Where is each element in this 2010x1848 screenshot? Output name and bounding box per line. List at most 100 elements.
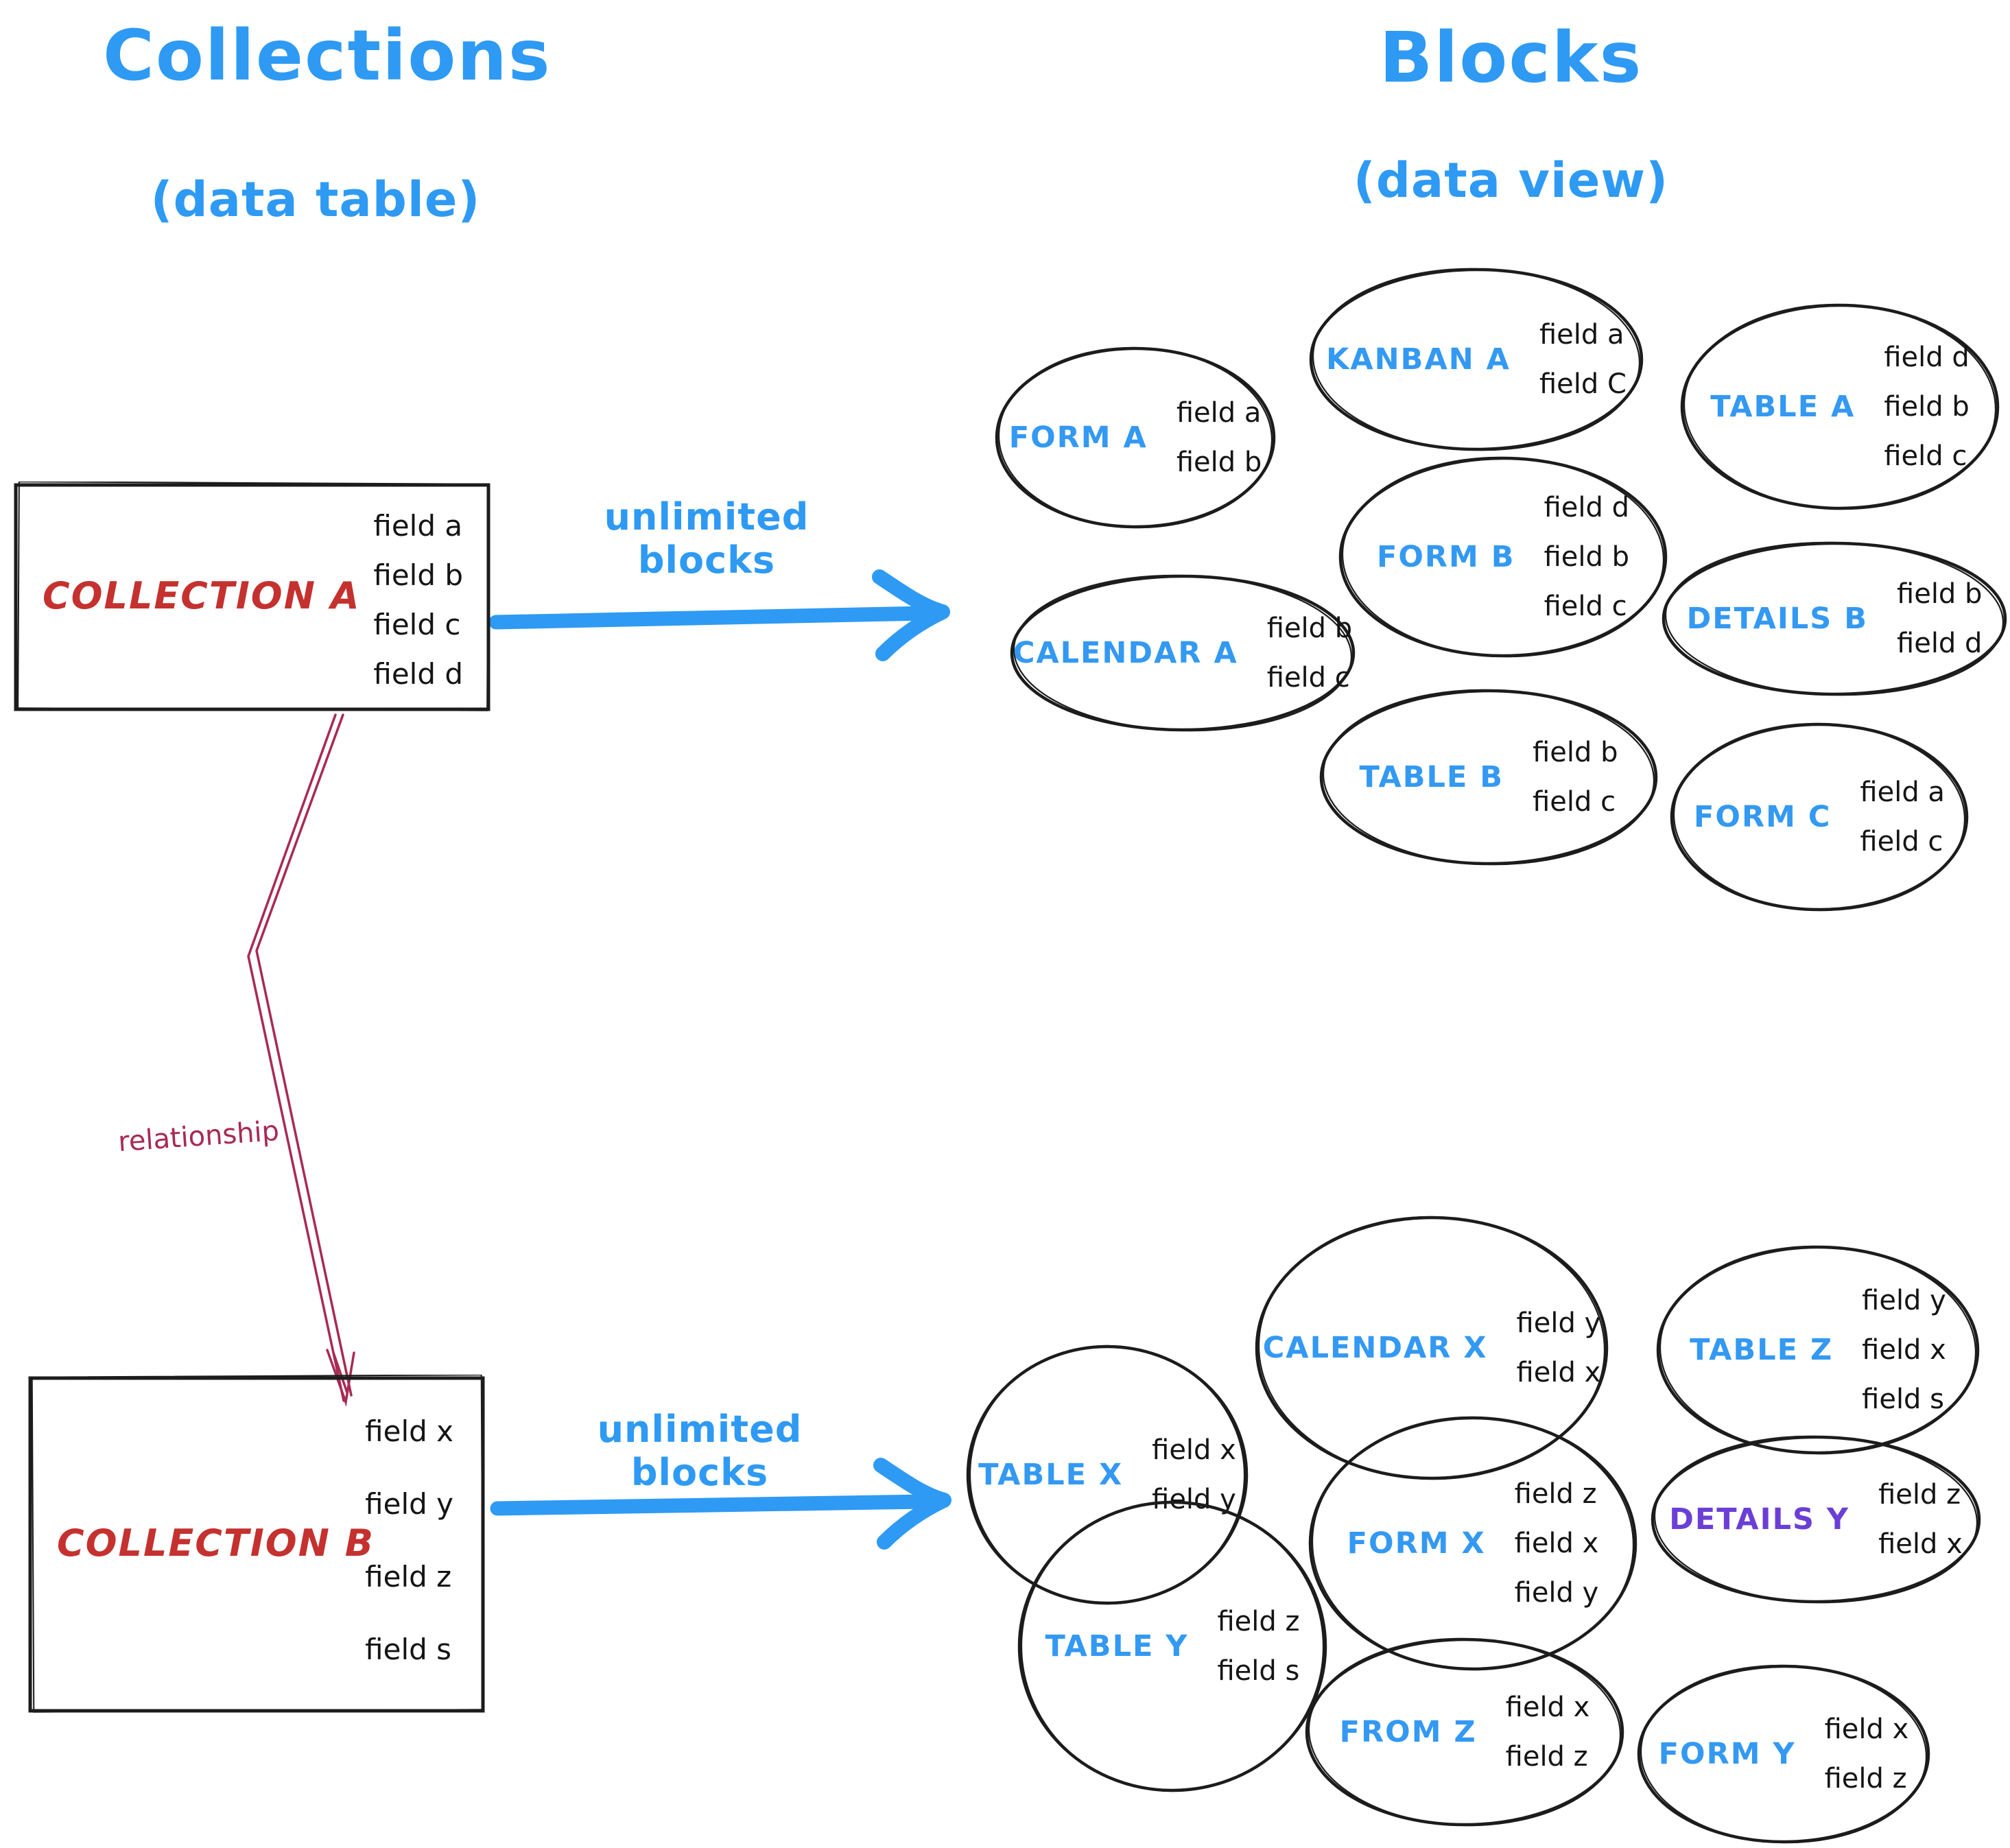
block-kanban-a: KANBAN A field a field C xyxy=(1308,266,1645,453)
collections-title: Collections xyxy=(103,15,552,97)
block-field: field b xyxy=(1266,613,1353,644)
ellipse-outline xyxy=(1680,303,2000,510)
block-field: field c xyxy=(1884,440,1967,472)
ellipse-outline xyxy=(1662,541,2007,696)
field: field s xyxy=(365,1633,452,1666)
collection-a-outline xyxy=(14,482,490,711)
block-field: field c xyxy=(1266,662,1350,694)
block-form-b: FORM B field d field b field c xyxy=(1337,455,1669,659)
blocks-title: Blocks xyxy=(1379,17,1643,99)
collection-a-box: COLLECTION A field a field b field c fie… xyxy=(12,482,492,713)
block-field: field x xyxy=(1152,1434,1236,1466)
ellipse-outline xyxy=(1338,456,1668,658)
block-field: field z xyxy=(1824,1763,1907,1794)
block-fields: field x field z xyxy=(1506,1692,1590,1773)
block-field: field x xyxy=(1824,1714,1909,1745)
block-label: TABLE Z xyxy=(1690,1333,1834,1367)
block-field: field C xyxy=(1539,368,1627,400)
block-form-c: FORM C field a field c xyxy=(1668,721,1970,913)
block-field: field b xyxy=(1544,541,1629,573)
block-label: DETAILS Y xyxy=(1669,1502,1850,1537)
block-form-x: FORM X field z field x field y xyxy=(1307,1414,1639,1672)
collection-b-name: COLLECTION B xyxy=(57,1521,375,1565)
block-fields: field a field c xyxy=(1860,777,1945,857)
block-fields: field b field d xyxy=(1897,578,1982,659)
block-field: field s xyxy=(1862,1384,1945,1415)
block-field: field b xyxy=(1884,391,1970,423)
ellipse-outline xyxy=(1637,1664,1930,1844)
ellipse-outline xyxy=(1255,1216,1609,1480)
block-field: field a xyxy=(1860,777,1945,808)
block-field: field y xyxy=(1516,1307,1601,1339)
unlimited-blocks-label-b: unlimited blocks xyxy=(597,1408,803,1494)
ellipse-outline xyxy=(1656,1245,1980,1455)
block-field: field b xyxy=(1176,447,1262,478)
block-field: field c xyxy=(1544,591,1627,622)
block-fields: field y field x field s xyxy=(1862,1285,1946,1415)
block-label: FORM X xyxy=(1347,1526,1486,1561)
block-fields: field b field c xyxy=(1533,737,1618,818)
collection-b-outline xyxy=(28,1375,485,1713)
block-table-a: TABLE A field d field b field c xyxy=(1679,302,2001,512)
block-label: TABLE X xyxy=(978,1458,1124,1492)
block-fields: field x field z xyxy=(1825,1714,1909,1794)
ellipse-outline xyxy=(1651,1435,1981,1604)
block-field: field c xyxy=(1533,786,1616,818)
ellipse-outline xyxy=(1305,1637,1624,1827)
block-label: FORM A xyxy=(1008,420,1148,455)
ellipse-outline xyxy=(1017,1500,1327,1792)
block-field: field x xyxy=(1878,1528,1963,1560)
block-field: field s xyxy=(1217,1655,1300,1687)
collection-a-fields: field a field b field c field d xyxy=(373,509,463,691)
block-table-x: TABLE X field x field y xyxy=(965,1343,1250,1607)
block-field: field a xyxy=(1176,397,1262,429)
block-label: TABLE B xyxy=(1359,760,1504,794)
block-label: TABLE A xyxy=(1710,390,1856,424)
block-field: field y xyxy=(1862,1285,1946,1316)
collection-b-box: COLLECTION B field x field y field z fie… xyxy=(27,1375,486,1714)
collection-b-fields: field x field y field z field s xyxy=(365,1414,453,1667)
field: field y xyxy=(365,1487,453,1521)
ellipse-outline xyxy=(966,1344,1249,1605)
block-field: field x xyxy=(1505,1692,1590,1723)
block-fields: field a field b xyxy=(1177,397,1262,478)
field: field a xyxy=(373,509,463,543)
field: field b xyxy=(373,558,463,592)
collection-a-name: COLLECTION A xyxy=(43,573,361,617)
field: field x xyxy=(365,1414,453,1448)
relationship-label: relationship xyxy=(117,1115,281,1159)
ellipse-outline xyxy=(1309,268,1644,451)
relationship-connector xyxy=(247,713,355,1407)
unlimited-blocks-label-a: unlimited blocks xyxy=(604,495,809,582)
block-fields: field b field c xyxy=(1267,613,1352,694)
field: field z xyxy=(365,1560,452,1594)
block-label: FORM C xyxy=(1694,800,1832,834)
collections-subtitle: (data table) xyxy=(150,171,481,228)
block-label: CALENDAR A xyxy=(1013,636,1238,670)
block-label: TABLE Y xyxy=(1045,1629,1189,1663)
blocks-subtitle: (data view) xyxy=(1353,152,1669,209)
ellipse-outline xyxy=(1319,689,1658,866)
block-fields: field z field x xyxy=(1878,1479,1963,1560)
block-field: field a xyxy=(1539,319,1624,351)
block-table-b: TABLE B field b field c xyxy=(1318,687,1659,867)
block-label: FORM Y xyxy=(1658,1737,1796,1771)
block-field: field z xyxy=(1217,1606,1300,1637)
field: field c xyxy=(373,608,461,641)
unlimited-blocks-arrow-a xyxy=(488,569,950,661)
block-field: field z xyxy=(1505,1741,1588,1773)
block-field: field x xyxy=(1862,1334,1946,1366)
block-from-z: FROM Z field x field z xyxy=(1303,1636,1626,1828)
block-table-z: TABLE Z field y field x field s xyxy=(1655,1244,1981,1456)
block-field: field z xyxy=(1514,1478,1597,1510)
block-label: CALENDAR X xyxy=(1262,1331,1488,1365)
block-fields: field d field b field c xyxy=(1884,342,1969,472)
block-fields: field d field b field c xyxy=(1544,492,1629,622)
block-field: field c xyxy=(1860,826,1943,857)
ellipse-outline xyxy=(995,346,1276,529)
block-calendar-x: CALENDAR X field y field x xyxy=(1253,1214,1610,1482)
block-label: FROM Z xyxy=(1339,1715,1477,1749)
block-field: field z xyxy=(1878,1479,1961,1511)
ellipse-outline xyxy=(1010,574,1356,732)
